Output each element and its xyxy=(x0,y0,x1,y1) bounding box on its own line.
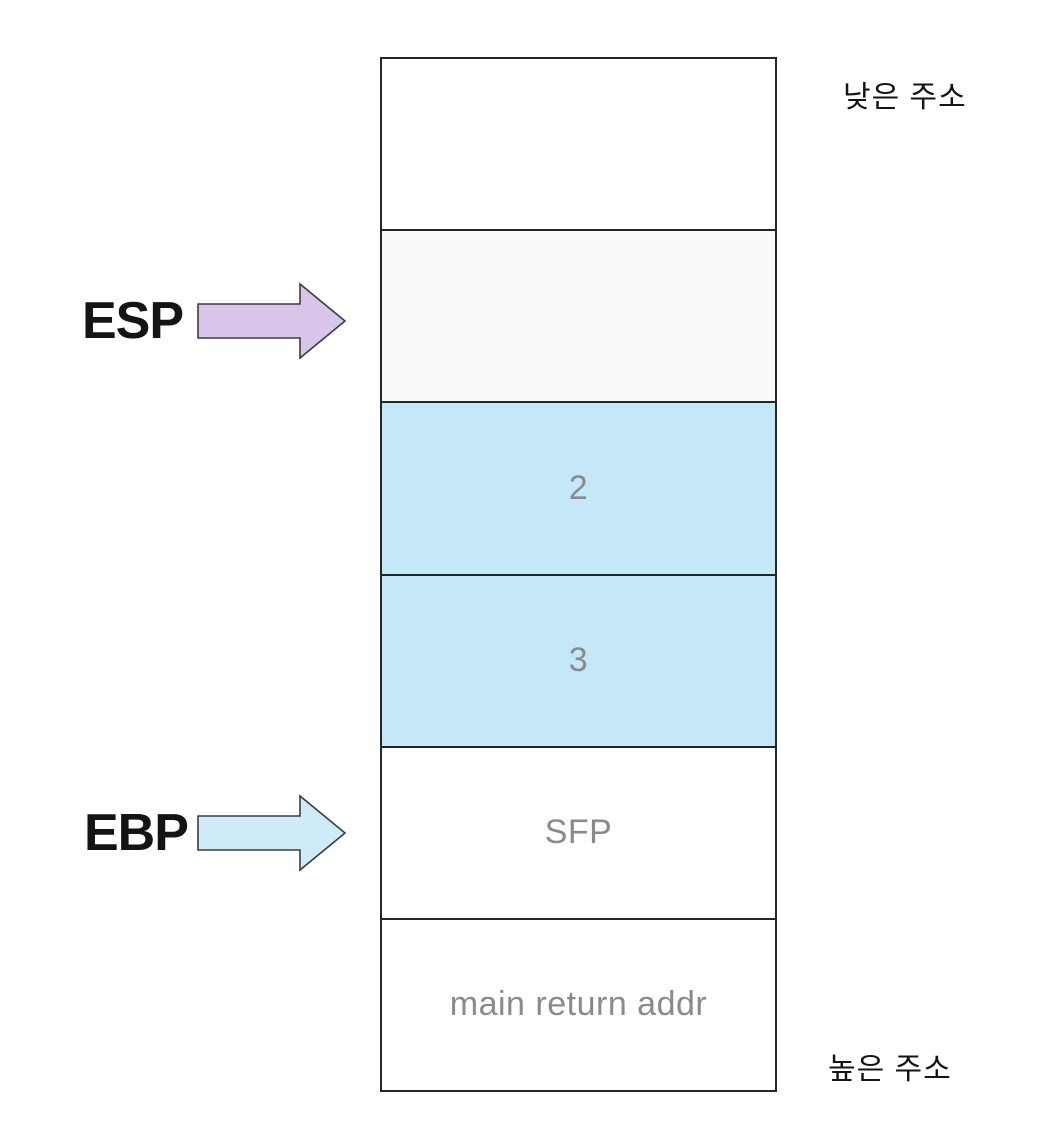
stack-row-1 xyxy=(382,231,775,404)
stack-row-3: 3 xyxy=(382,575,775,748)
stack-cell-value-5: main return addr xyxy=(449,985,708,1024)
stack-cell-value-2: 2 xyxy=(568,468,589,507)
low-address-label: 낮은 주소 xyxy=(843,81,967,114)
stack-row-5: main return addr xyxy=(382,919,775,1091)
stack-row-0 xyxy=(382,59,775,232)
stack-cell-value-3: 3 xyxy=(568,641,589,680)
stack-row-2: 2 xyxy=(382,403,775,576)
stack-row-4: SFP xyxy=(382,747,775,920)
ebp-arrow-shape xyxy=(197,794,347,872)
esp-arrow-shape xyxy=(197,282,347,360)
esp-arrow-icon xyxy=(197,282,347,360)
ebp-arrow-icon xyxy=(197,794,347,872)
high-address-label: 높은 주소 xyxy=(828,1053,952,1086)
ebp-pointer: EBP xyxy=(84,794,347,872)
stack-table: 2 3 SFP main return addr xyxy=(380,57,777,1092)
esp-pointer: ESP xyxy=(82,282,347,360)
stack-cell-value-4: SFP xyxy=(544,813,613,852)
ebp-label: EBP xyxy=(84,804,189,862)
esp-label: ESP xyxy=(82,292,184,350)
